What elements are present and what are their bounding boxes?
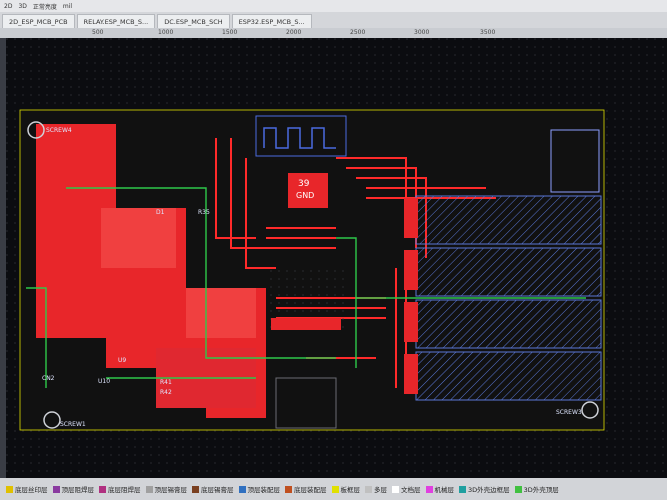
view-mode-select[interactable]: 正常亮度 [32,3,57,11]
relay-block-3 [404,299,602,349]
horizontal-ruler: 500 1000 1500 2000 2500 3000 3500 [0,28,667,38]
copper-pour-left [36,124,266,418]
layer-color-swatch [145,485,153,493]
mode-3d-button[interactable]: 3D [18,2,27,10]
document-tabs: 2D_ESP_MCB_PCB RELAY.ESP_MCB_S... DC.ESP… [0,12,667,28]
layer-item[interactable]: 多层 [365,484,387,494]
designator-label: R35 [198,209,210,216]
tab-relay-sch[interactable]: RELAY.ESP_MCB_S... [76,14,156,28]
layer-item[interactable]: 底层装配层 [285,484,327,494]
layer-color-swatch [425,485,433,493]
layer-color-swatch [238,485,246,493]
tab-dc-sch[interactable]: DC.ESP_MCB_SCH [157,14,230,28]
pcb-canvas[interactable]: 39 GND [6,38,667,478]
layer-item[interactable]: 底层丝印层 [6,484,48,494]
copper-pour [101,208,176,268]
unit-select[interactable]: mil [62,2,73,10]
designator-label: D1 [156,209,165,216]
screw-hole [43,411,61,429]
layer-color-swatch [331,485,339,493]
layer-item[interactable]: 3D外壳顶层 [514,484,559,494]
layer-bar: 底层丝印层 顶层阻焊层 底层阻焊层 顶层锡膏层 底层锡膏层 顶层装配层 底层装配… [0,478,667,500]
ruler-tick: 1000 [158,29,174,36]
copper-pour [186,288,256,338]
screw-label: SCREW1 [60,421,86,428]
terminal-block [550,129,600,193]
relay-block-4 [404,351,602,401]
layer-item[interactable]: 板框层 [331,484,360,494]
gnd-label-number: 39 [298,179,310,189]
layer-color-swatch [514,485,522,493]
screw-hole [581,401,599,419]
screw-label: SCREW4 [46,127,72,134]
designator-label: R41 [160,379,172,386]
layer-item[interactable]: 底层锡膏层 [192,484,234,494]
antenna-trace [263,127,336,149]
layer-item[interactable]: 3D外壳边框层 [459,484,510,494]
layer-color-swatch [365,485,372,493]
designator-label: U9 [118,357,126,364]
ruler-tick: 2500 [350,29,366,36]
layer-color-swatch [52,485,60,493]
green-trace-group [26,187,586,388]
screw-hole [27,121,45,139]
pad-grid [266,268,346,429]
gnd-label-text: GND [296,191,314,200]
designator-label: CN2 [42,375,55,382]
pcb-board-drawing: 39 GND [6,38,667,478]
mode-2d-button[interactable]: 2D [4,2,13,10]
ruler-tick: 3000 [414,29,430,36]
designator-label: U10 [98,378,110,385]
antenna-keepout [255,115,347,157]
ruler-tick: 3500 [480,29,496,36]
designator-label: R42 [160,389,172,396]
layer-item[interactable]: 文档层 [392,484,421,494]
screw-label: SCREW3 [556,409,582,416]
layer-item[interactable]: 顶层装配层 [238,484,280,494]
layer-color-swatch [285,485,292,493]
gnd-pad [288,173,328,208]
ruler-tick: 2000 [286,29,302,36]
layer-color-swatch [6,485,13,493]
layer-item[interactable]: 顶层锡膏层 [145,484,187,494]
ruler-tick: 500 [92,29,104,36]
layer-item[interactable]: 机械层 [425,484,454,494]
tab-pcb[interactable]: 2D_ESP_MCB_PCB [2,14,75,28]
layer-item[interactable]: 顶层阻焊层 [52,484,94,494]
relay-block-1 [404,195,602,245]
layer-item[interactable]: 底层阻焊层 [99,484,141,494]
layer-color-swatch [392,485,399,493]
layer-color-swatch [99,485,106,493]
layer-color-swatch [459,485,466,493]
relay-block-2 [404,247,602,297]
tab-esp32-sch[interactable]: ESP32.ESP_MCB_S... [231,14,312,28]
ruler-tick: 1500 [222,29,238,36]
layer-color-swatch [192,485,199,493]
toolbar: 2D 3D 正常亮度 mil [0,0,667,12]
